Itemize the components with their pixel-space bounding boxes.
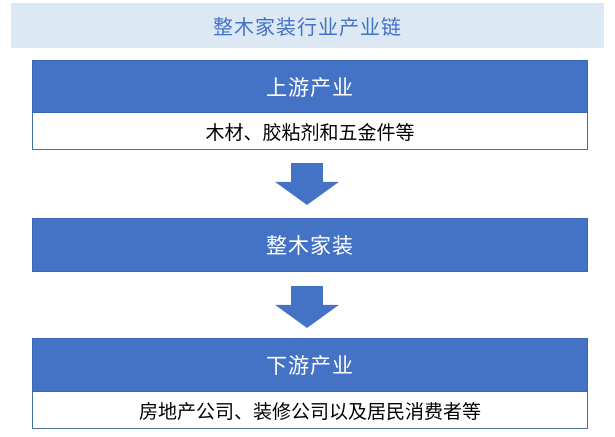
downstream-label: 下游产业 (32, 338, 588, 392)
core-label: 整木家装 (32, 218, 588, 272)
downstream-detail: 房地产公司、装修公司以及居民消费者等 (32, 392, 588, 429)
upstream-label: 上游产业 (32, 60, 588, 113)
downstream-node: 下游产业 房地产公司、装修公司以及居民消费者等 (32, 338, 588, 429)
upstream-detail: 木材、胶粘剂和五金件等 (32, 113, 588, 150)
down-arrow-icon (275, 163, 339, 205)
diagram-title: 整木家装行业产业链 (213, 17, 402, 39)
core-node: 整木家装 (32, 218, 588, 272)
upstream-node: 上游产业 木材、胶粘剂和五金件等 (32, 60, 588, 150)
diagram-title-bar: 整木家装行业产业链 (11, 3, 604, 48)
down-arrow-icon (275, 286, 339, 328)
